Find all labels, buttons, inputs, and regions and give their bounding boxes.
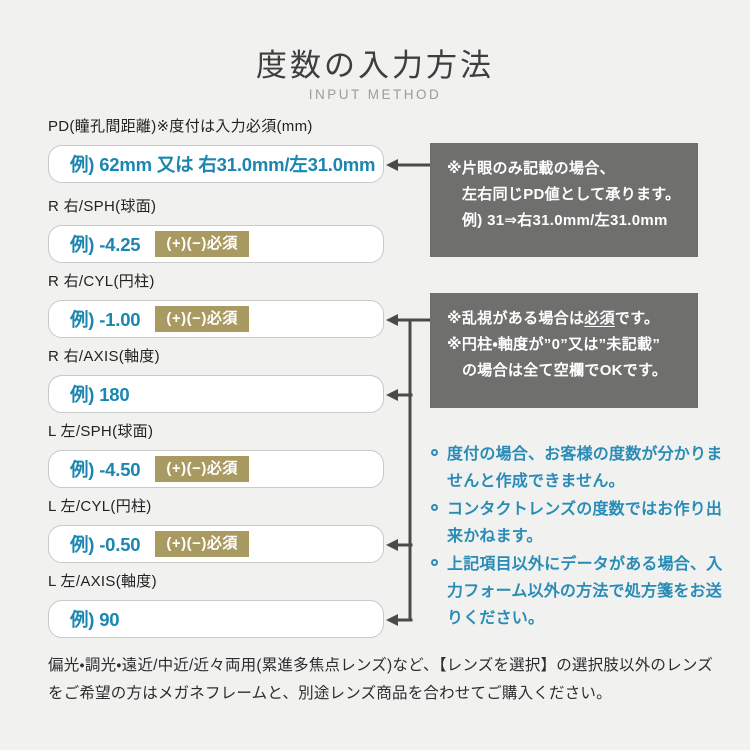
required-underlined-text: 必須 bbox=[584, 310, 615, 327]
field-l-cyl: L 左/CYL(円柱) 例) -0.50 (+)(−)必須 bbox=[48, 496, 384, 563]
note-text: 上記項目以外にデータがある場合、入力フォーム以外の方法で処方箋をお送りください。 bbox=[447, 556, 723, 627]
plus-minus-required-badge: (+)(−)必須 bbox=[155, 455, 249, 483]
field-r-sph: R 右/SPH(球面) 例) -4.25 (+)(−)必須 bbox=[48, 196, 384, 263]
field-label-r-axis: R 右/AXIS(軸度) bbox=[48, 348, 160, 365]
note-item: 上記項目以外にデータがある場合、入力フォーム以外の方法で処方箋をお送りください。 bbox=[431, 551, 723, 632]
l-axis-example-value: 例) 90 bbox=[70, 609, 120, 630]
pd-note-line: ※片眼のみ記載の場合、 bbox=[447, 160, 615, 177]
cyl-axis-note-line: ※円柱・軸度が”0”又は”未記載” bbox=[447, 336, 661, 353]
pd-example-value: 例) 62mm 又は 右31.0mm/左31.0mm bbox=[70, 154, 376, 175]
field-label-r-cyl: R 右/CYL(円柱) bbox=[48, 273, 155, 290]
pd-note-line: 左右同じPD値として承ります。 bbox=[462, 186, 681, 203]
l-axis-input[interactable]: 例) 90 bbox=[48, 600, 384, 638]
pd-note-panel: ※片眼のみ記載の場合、 左右同じPD値として承ります。 例) 31⇒右31.0m… bbox=[430, 143, 698, 257]
plus-minus-required-badge: (+)(−)必須 bbox=[155, 305, 249, 333]
notes-list: 度付の場合、お客様の度数が分かりませんと作成できません。 コンタクトレンズの度数… bbox=[431, 441, 723, 633]
field-label-pd: PD(瞳孔間距離)※度付は入力必須(mm) bbox=[48, 118, 313, 135]
field-label-l-cyl: L 左/CYL(円柱) bbox=[48, 498, 152, 515]
cyl-axis-note-line: の場合は全て空欄でOKです。 bbox=[462, 362, 668, 379]
note-text: です。 bbox=[614, 310, 660, 327]
r-cyl-example-value: 例) -1.00 bbox=[70, 309, 141, 330]
field-l-sph: L 左/SPH(球面) 例) -4.50 (+)(−)必須 bbox=[48, 421, 384, 488]
field-label-l-axis: L 左/AXIS(軸度) bbox=[48, 573, 157, 590]
r-axis-example-value: 例) 180 bbox=[70, 384, 130, 405]
r-cyl-input[interactable]: 例) -1.00 (+)(−)必須 bbox=[48, 300, 384, 338]
field-label-l-sph: L 左/SPH(球面) bbox=[48, 423, 154, 440]
footer-note: 偏光・調光・遠近/中近/近々両用(累進多焦点レンズ)など、【レンズを選択】の選択… bbox=[48, 657, 713, 702]
l-sph-example-value: 例) -4.50 bbox=[70, 459, 141, 480]
cyl-axis-note-panel: ※乱視がある場合は必須です。 ※円柱・軸度が”0”又は”未記載” の場合は全て空… bbox=[430, 293, 698, 408]
field-r-cyl: R 右/CYL(円柱) 例) -1.00 (+)(−)必須 bbox=[48, 271, 384, 338]
circle-bullet-icon bbox=[431, 504, 438, 511]
page-subtitle: INPUT METHOD bbox=[308, 87, 442, 102]
note-item: 度付の場合、お客様の度数が分かりませんと作成できません。 bbox=[431, 441, 723, 495]
field-l-axis: L 左/AXIS(軸度) 例) 90 bbox=[48, 571, 384, 638]
field-r-axis: R 右/AXIS(軸度) 例) 180 bbox=[48, 346, 384, 413]
field-label-r-sph: R 右/SPH(球面) bbox=[48, 198, 157, 215]
l-cyl-input[interactable]: 例) -0.50 (+)(−)必須 bbox=[48, 525, 384, 563]
plus-minus-required-badge: (+)(−)必須 bbox=[155, 230, 249, 258]
plus-minus-required-badge: (+)(−)必須 bbox=[155, 530, 249, 558]
l-cyl-example-value: 例) -0.50 bbox=[70, 534, 141, 555]
note-text: コンタクトレンズの度数ではお作り出来かねます。 bbox=[447, 501, 723, 545]
r-sph-example-value: 例) -4.25 bbox=[70, 234, 141, 255]
note-item: コンタクトレンズの度数ではお作り出来かねます。 bbox=[431, 496, 723, 550]
l-sph-input[interactable]: 例) -4.50 (+)(−)必須 bbox=[48, 450, 384, 488]
note-text: ※乱視がある場合は bbox=[447, 310, 585, 327]
r-axis-input[interactable]: 例) 180 bbox=[48, 375, 384, 413]
circle-bullet-icon bbox=[431, 559, 438, 566]
page-title: 度数の入力方法 bbox=[256, 48, 494, 83]
cyl-axis-note-line: ※乱視がある場合は必須です。 bbox=[447, 306, 688, 332]
circle-bullet-icon bbox=[431, 449, 438, 456]
pd-input[interactable]: 例) 62mm 又は 右31.0mm/左31.0mm bbox=[48, 145, 384, 183]
field-pd: PD(瞳孔間距離)※度付は入力必須(mm) 例) 62mm 又は 右31.0mm… bbox=[48, 116, 384, 183]
r-sph-input[interactable]: 例) -4.25 (+)(−)必須 bbox=[48, 225, 384, 263]
note-text: 度付の場合、お客様の度数が分かりませんと作成できません。 bbox=[447, 446, 723, 490]
pd-note-line: 例) 31⇒右31.0mm/左31.0mm bbox=[462, 212, 668, 229]
